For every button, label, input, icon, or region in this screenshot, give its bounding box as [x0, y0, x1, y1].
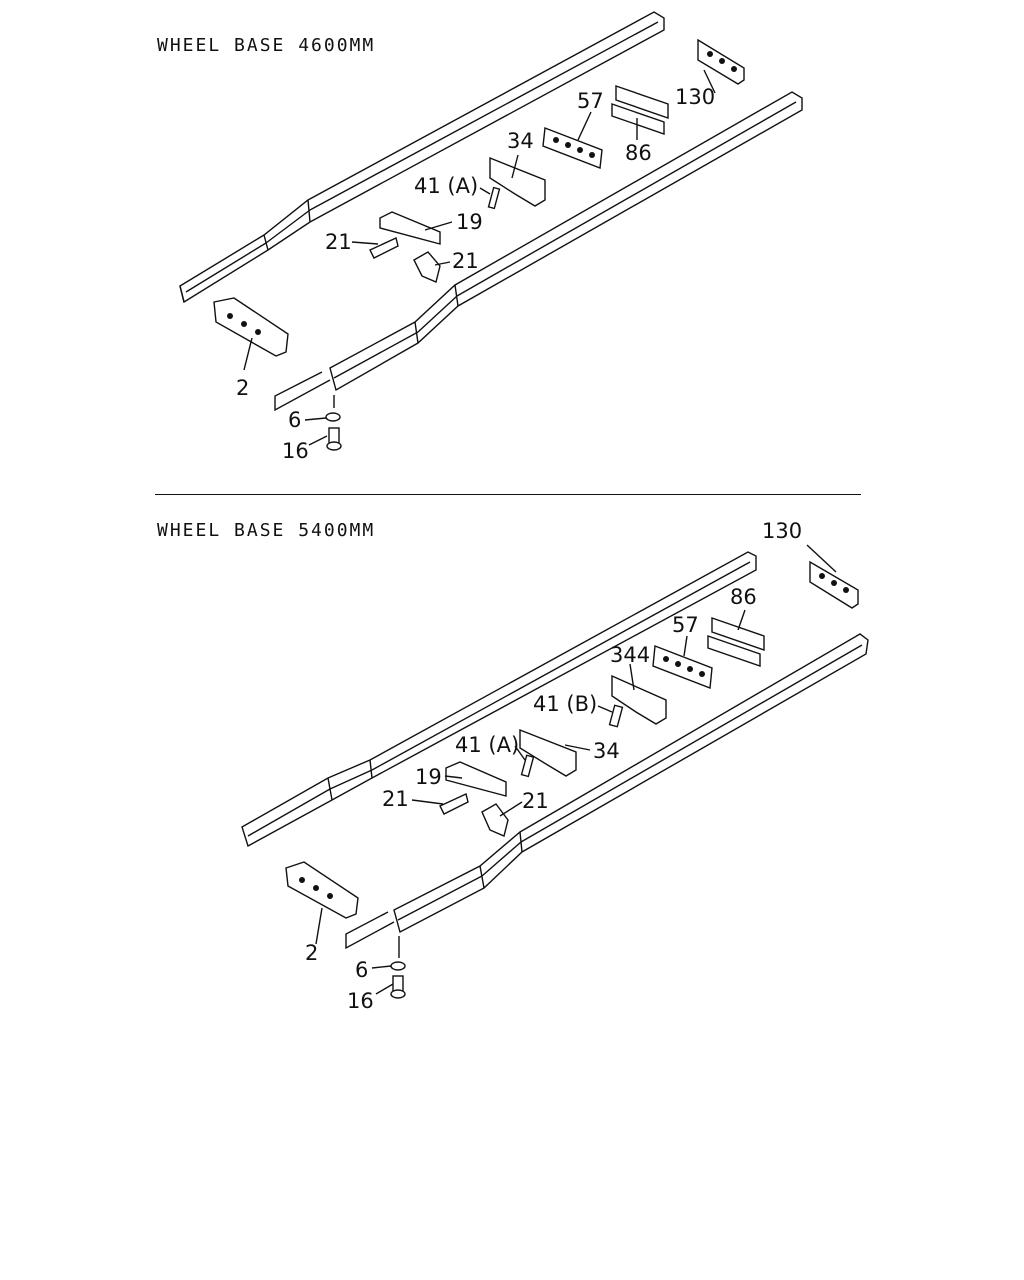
callout-16-5400: 16 [347, 989, 374, 1013]
washer-6-5400 [390, 961, 406, 971]
bolt-16 [326, 427, 342, 451]
callout-16: 16 [282, 439, 309, 463]
crossmember-57 [542, 127, 603, 169]
callout-86-5400: 86 [730, 585, 757, 609]
callout-41a-5400: 41 (A) [455, 733, 519, 757]
gusset-21-left [369, 237, 399, 259]
callout-57: 57 [577, 89, 604, 113]
crossmember-34 [489, 156, 546, 207]
callout-57-5400: 57 [672, 613, 699, 637]
callout-41b: 41 (B) [533, 692, 597, 716]
frame-rail-near [274, 91, 803, 412]
callout-86: 86 [625, 141, 652, 165]
bracket-41a-5400 [520, 754, 535, 778]
callout-21-left: 21 [325, 230, 352, 254]
callout-130: 130 [675, 85, 715, 109]
gusset-21-right [413, 251, 441, 283]
crossmember-19-5400 [445, 761, 507, 797]
section-title-4600: WHEEL BASE 4600MM [157, 35, 376, 56]
crossmember-130-5400 [809, 560, 859, 609]
callout-2: 2 [236, 376, 249, 400]
frame-rail-far-5400 [241, 551, 757, 848]
gusset-21-right-5400 [481, 803, 509, 837]
callout-41a: 41 (A) [414, 174, 478, 198]
section-divider [155, 494, 861, 495]
callout-6-5400: 6 [355, 958, 368, 982]
section-title-5400: WHEEL BASE 5400MM [157, 520, 376, 541]
callout-21-right: 21 [452, 249, 479, 273]
callout-19: 19 [456, 210, 483, 234]
callout-34: 34 [507, 129, 534, 153]
callout-21-right-5400: 21 [522, 789, 549, 813]
crossmember-130 [697, 38, 745, 85]
callout-34-5400: 34 [593, 739, 620, 763]
bracket-41b [608, 704, 624, 728]
crossmember-19 [379, 211, 441, 245]
bracket-41a [487, 186, 501, 210]
callout-344: 344 [610, 643, 650, 667]
crossmember-34-5400 [519, 728, 577, 777]
callout-130-5400: 130 [762, 519, 802, 543]
section-5400-drawing: 130 86 57 344 41 (B) 41 (A) 34 19 21 21 … [241, 519, 869, 1013]
crossmember-344 [611, 674, 667, 725]
crossmember-2-5400 [285, 861, 359, 919]
crossmember-57-5400 [652, 645, 713, 689]
frame-rail-near-5400 [345, 633, 869, 950]
crossmember-86 [611, 85, 669, 135]
gusset-21-left-5400 [439, 793, 469, 815]
crossmember-86-5400 [707, 617, 765, 667]
crossmember-2 [213, 297, 289, 357]
washer-6 [325, 412, 341, 422]
callout-21-left-5400: 21 [382, 787, 409, 811]
bolt-16-5400 [390, 975, 406, 999]
callout-19-5400: 19 [415, 765, 442, 789]
frame-rail-far [179, 11, 665, 304]
callout-2-5400: 2 [305, 941, 318, 965]
section-4600-drawing: 130 57 86 34 41 (A) 19 21 21 2 6 16 [179, 11, 803, 463]
callout-6: 6 [288, 408, 301, 432]
